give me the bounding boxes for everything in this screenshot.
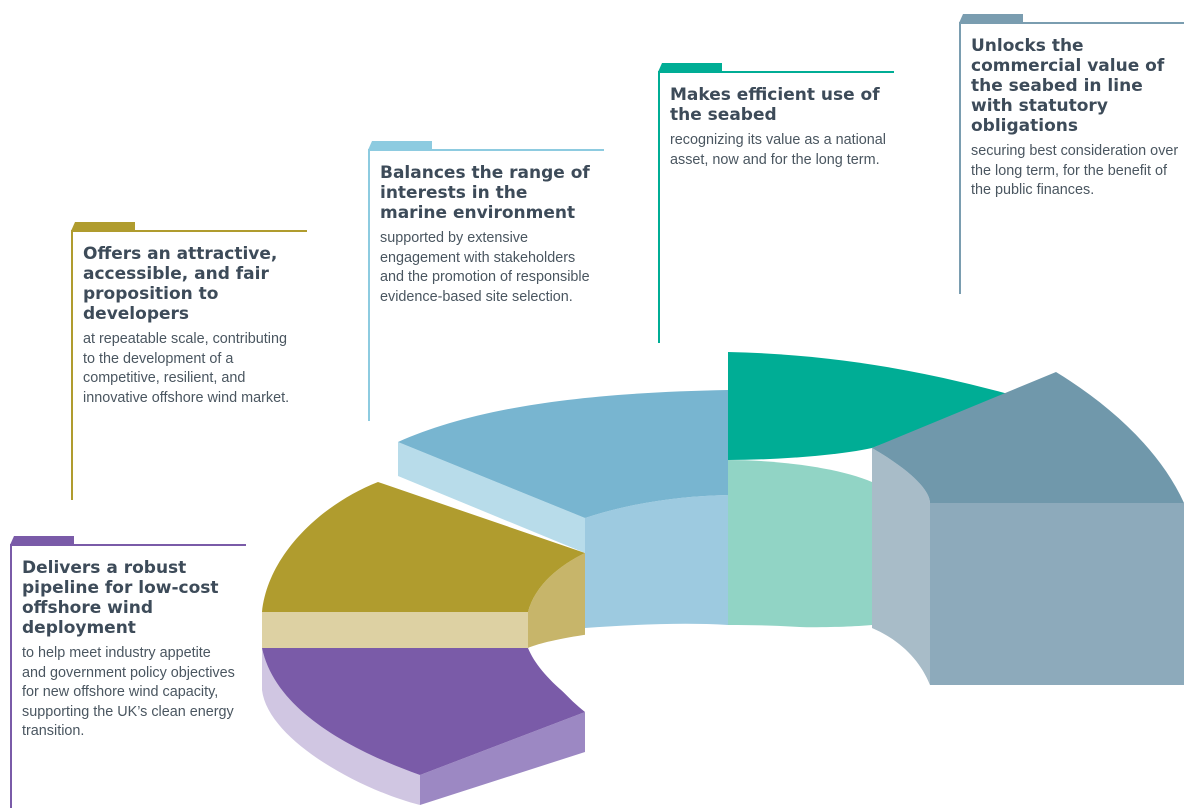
callout-title: Makes efficient use of the seabed (670, 85, 880, 125)
ring-segment-teal-top (728, 352, 1012, 460)
callout-title: Unlocks the commercial value of the seab… (971, 36, 1165, 136)
callout-tab (959, 14, 1023, 23)
callout-body: to help meet industry appetite and gover… (22, 645, 235, 739)
ring-segment-olive-side (528, 553, 585, 655)
ring-segment-teal (728, 352, 1012, 628)
ring-segment-slate (872, 372, 1184, 685)
callout-rule (959, 22, 1184, 24)
callout-tab (368, 141, 432, 150)
callout-rule-vertical (658, 71, 660, 343)
ring-segment-lightblue-top (398, 390, 728, 518)
ring-segment-purple (262, 648, 585, 805)
callout-rule-vertical (71, 230, 73, 500)
callout-rule (368, 149, 604, 151)
callout-tab (658, 63, 722, 72)
callout-title: Offers an attractive, accessible, and fa… (83, 244, 278, 324)
callout-rule (658, 71, 894, 73)
ring-segment-purple-side (420, 712, 585, 805)
ring-segment-olive-top (262, 482, 585, 612)
callout-rule-vertical (10, 544, 12, 808)
callout-rule (71, 230, 307, 232)
callout-rule-vertical (959, 22, 961, 294)
ring-segment-lightblue-face (398, 442, 585, 553)
ring-segment-teal-side (728, 460, 872, 628)
callout-title: Delivers a robust pipeline for low-cost … (22, 558, 219, 638)
callout-rule-vertical (368, 149, 370, 421)
callout-body: supported by extensive engagement with s… (380, 230, 590, 305)
ring-hole-edge (528, 625, 930, 769)
callout-rule (10, 544, 246, 546)
callout-body: securing best consideration over the lon… (971, 143, 1179, 198)
ring-segment-slate-front (930, 503, 1184, 685)
ring-segment-lightblue (398, 390, 728, 628)
callout-body: recognizing its value as a national asse… (670, 132, 886, 168)
ring-segment-slate-top (872, 372, 1184, 503)
ring-segment-olive-face (262, 612, 528, 648)
callout-title: Balances the range of interests in the m… (380, 163, 590, 223)
ring-segment-lightblue-side (585, 495, 728, 628)
callout-body: at repeatable scale, contributing to the… (83, 331, 290, 406)
ring-segment-olive (262, 482, 585, 655)
callout-tab (10, 536, 74, 545)
ring-segment-slate-face (872, 448, 930, 685)
callout-tab (71, 222, 135, 231)
ring-segment-purple-top (262, 648, 585, 775)
ring-segment-purple-face (262, 648, 420, 805)
